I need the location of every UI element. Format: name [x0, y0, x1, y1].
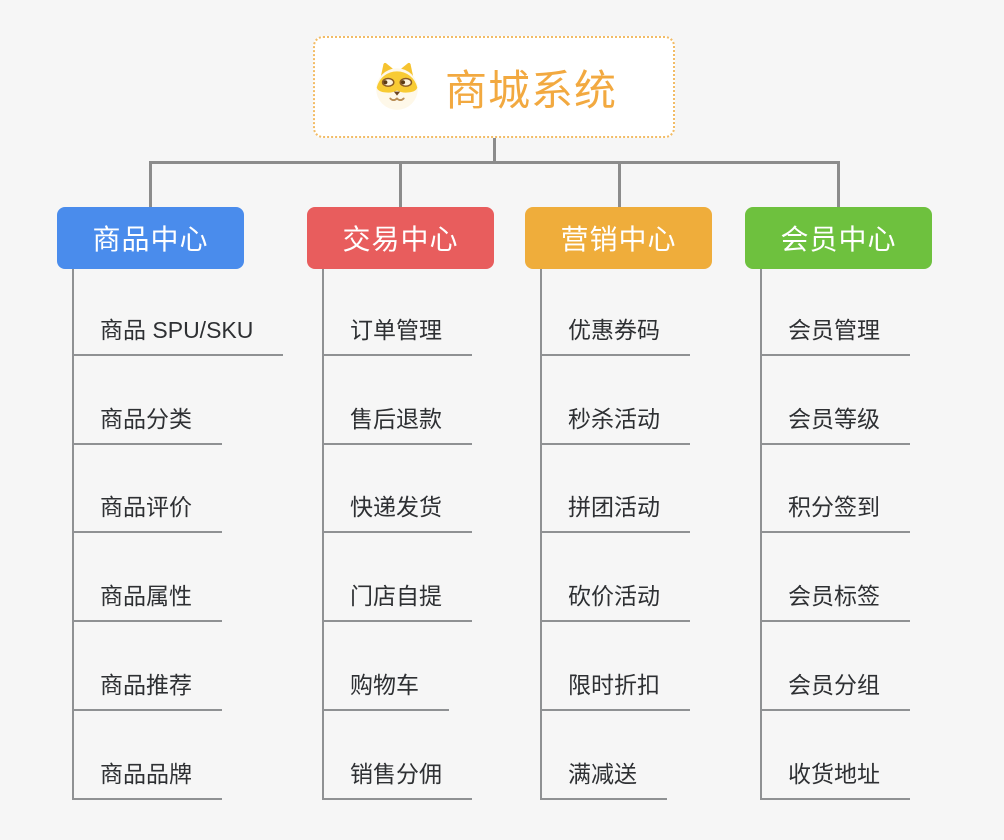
subtopic-item[interactable]: 商品推荐 [72, 622, 222, 711]
connector-root-drop [493, 138, 496, 164]
subtopic-item[interactable]: 限时折扣 [540, 622, 690, 711]
connector-horizontal-trunk [149, 161, 840, 164]
branch-trunk-line-product [72, 269, 74, 800]
subtopic-item[interactable]: 秒杀活动 [540, 356, 690, 445]
subtopic-item[interactable]: 商品品牌 [72, 711, 222, 800]
branch-trunk-line-trade [322, 269, 324, 800]
subtopic-item[interactable]: 商品 SPU/SKU [72, 267, 284, 356]
subtopic-item[interactable]: 优惠券码 [540, 267, 690, 356]
branch-trunk-line-marketing [540, 269, 542, 800]
branch-product-center[interactable]: 商品中心 [57, 207, 244, 269]
branch-items-member: 会员管理 会员等级 积分签到 会员标签 会员分组 收货地址 [760, 267, 910, 800]
branch-trunk-line-member [760, 269, 762, 800]
connector-drop-marketing [618, 163, 621, 209]
branch-trade-center[interactable]: 交易中心 [307, 207, 494, 269]
connector-drop-member [837, 163, 840, 209]
subtopic-item[interactable]: 商品评价 [72, 445, 222, 534]
subtopic-item[interactable]: 购物车 [322, 622, 449, 711]
subtopic-item[interactable]: 快递发货 [322, 445, 472, 534]
connector-drop-trade [399, 163, 402, 209]
subtopic-item[interactable]: 会员管理 [760, 267, 910, 356]
root-topic[interactable]: 商城系统 [313, 36, 675, 138]
subtopic-item[interactable]: 商品属性 [72, 533, 222, 623]
dog-face-icon [371, 61, 423, 113]
subtopic-item[interactable]: 商品分类 [72, 356, 222, 445]
subtopic-item[interactable]: 满减送 [540, 711, 667, 800]
subtopic-item[interactable]: 积分签到 [760, 445, 910, 534]
subtopic-item[interactable]: 收货地址 [760, 711, 910, 800]
subtopic-item[interactable]: 会员标签 [760, 533, 910, 623]
connector-drop-product [149, 163, 152, 209]
subtopic-item[interactable]: 销售分佣 [322, 711, 472, 800]
branch-items-trade: 订单管理 售后退款 快递发货 门店自提 购物车 销售分佣 [322, 267, 472, 800]
subtopic-item[interactable]: 拼团活动 [540, 445, 690, 534]
subtopic-item[interactable]: 砍价活动 [540, 533, 690, 623]
subtopic-item[interactable]: 会员分组 [760, 622, 910, 711]
root-topic-label: 商城系统 [444, 66, 617, 114]
branch-items-marketing: 优惠券码 秒杀活动 拼团活动 砍价活动 限时折扣 满减送 [540, 267, 690, 800]
branch-marketing-center[interactable]: 营销中心 [525, 207, 712, 269]
branch-items-product: 商品 SPU/SKU 商品分类 商品评价 商品属性 商品推荐 商品品牌 [72, 267, 284, 800]
subtopic-item[interactable]: 会员等级 [760, 356, 910, 445]
subtopic-item[interactable]: 门店自提 [322, 533, 472, 623]
subtopic-item[interactable]: 订单管理 [322, 267, 472, 356]
subtopic-item[interactable]: 售后退款 [322, 356, 472, 445]
branch-member-center[interactable]: 会员中心 [745, 207, 932, 269]
